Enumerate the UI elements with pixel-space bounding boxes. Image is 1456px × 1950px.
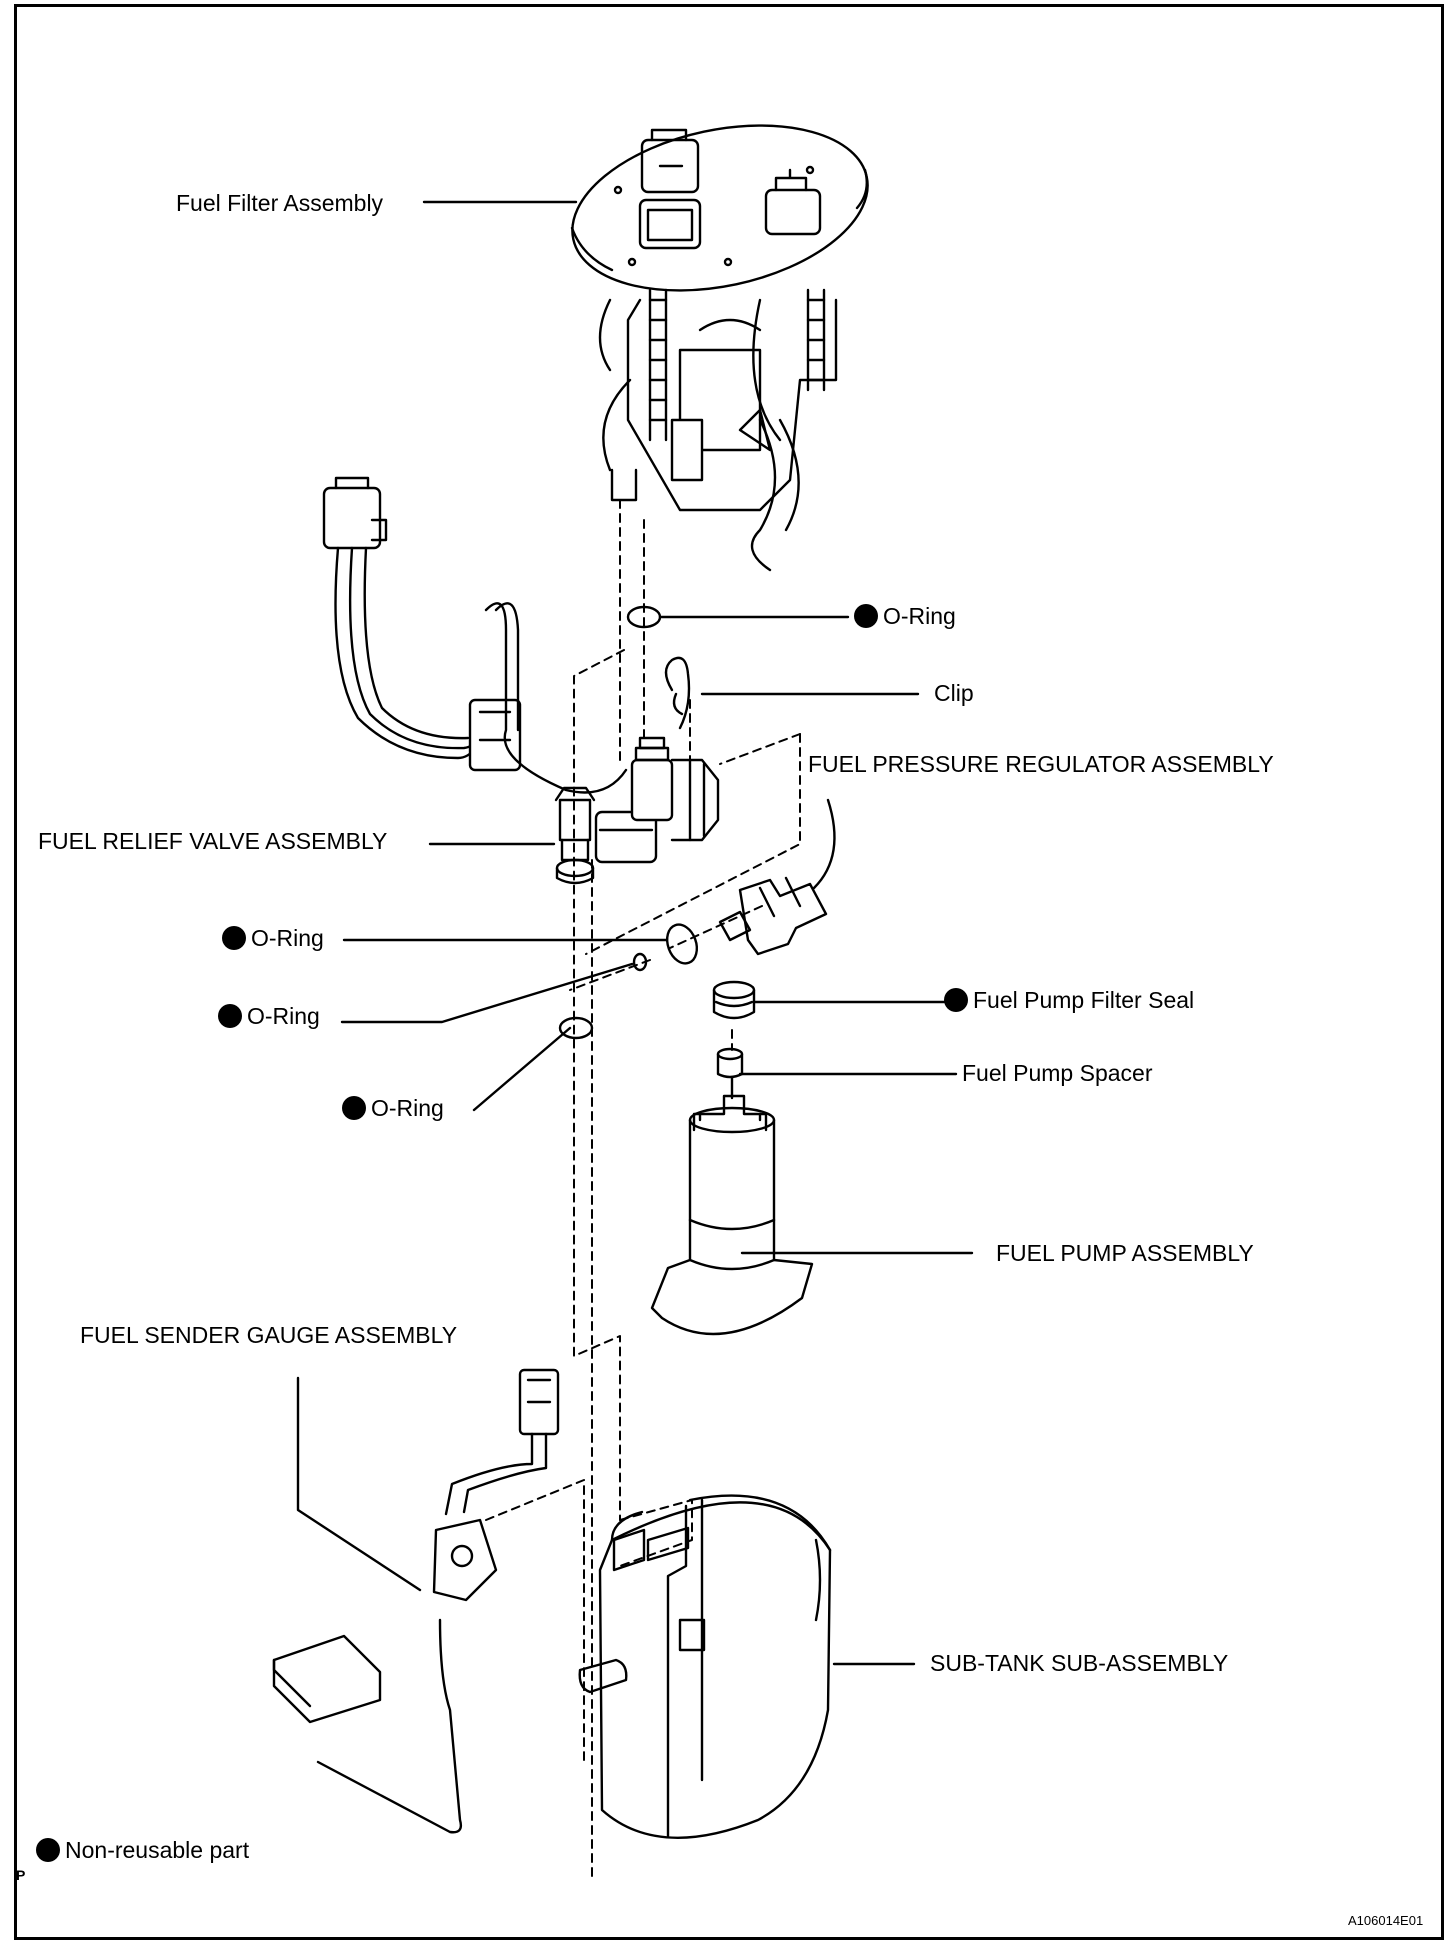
label-fuel-relief-valve-assembly: FUEL RELIEF VALVE ASSEMBLY	[38, 828, 388, 854]
label-fuel-pump-assembly: FUEL PUMP ASSEMBLY	[996, 1240, 1254, 1266]
label-o-ring-top-text: O-Ring	[883, 603, 956, 629]
fuel-pump-filter-seal-part	[712, 980, 756, 1020]
non-reusable-dot-icon	[36, 1838, 60, 1862]
fuel-pump-spacer-part	[716, 1047, 744, 1079]
diagram-frame	[14, 4, 1444, 1940]
label-fuel-filter-assembly: Fuel Filter Assembly	[176, 190, 384, 216]
label-o-ring-small: O-Ring	[218, 1004, 320, 1028]
label-o-ring-top: O-Ring	[854, 604, 956, 628]
figure-id: A106014E01	[1348, 1913, 1424, 1928]
corner-mark: P	[16, 1867, 26, 1883]
legend-non-reusable-text: Non-reusable part	[65, 1837, 250, 1863]
label-fuel-pump-spacer: Fuel Pump Spacer	[962, 1060, 1153, 1086]
fuel-filter-assembly-part	[570, 124, 869, 572]
non-reusable-dot-icon	[218, 1004, 242, 1028]
fuel-relief-valve-assembly-part	[322, 476, 720, 885]
label-fuel-sender-gauge-assembly: FUEL SENDER GAUGE ASSEMBLY	[80, 1322, 458, 1348]
leader-lines	[296, 200, 974, 1666]
fuel-pump-assembly-part	[650, 1076, 814, 1336]
o-ring-regulator-part	[665, 923, 699, 965]
label-fuel-pump-filter-seal-text: Fuel Pump Filter Seal	[973, 987, 1195, 1013]
assembly-guide-lines	[485, 499, 801, 1881]
label-clip: Clip	[934, 680, 974, 706]
o-ring-relief-part	[558, 1016, 594, 1040]
fuel-sender-gauge-part	[272, 1368, 560, 1834]
fuel-pressure-regulator-part	[718, 876, 828, 956]
non-reusable-dot-icon	[854, 604, 878, 628]
non-reusable-dot-icon	[944, 988, 968, 1012]
label-fuel-pressure-regulator-assembly: FUEL PRESSURE REGULATOR ASSEMBLY	[808, 751, 1274, 777]
label-o-ring-relief-text: O-Ring	[371, 1095, 444, 1121]
label-o-ring-regulator-text: O-Ring	[251, 925, 324, 951]
sub-tank-part	[578, 1494, 832, 1839]
label-o-ring-regulator: O-Ring	[222, 926, 324, 950]
label-o-ring-relief: O-Ring	[342, 1096, 444, 1120]
non-reusable-dot-icon	[222, 926, 246, 950]
non-reusable-dot-icon	[342, 1096, 366, 1120]
label-fuel-pump-filter-seal: Fuel Pump Filter Seal	[944, 988, 1194, 1012]
label-o-ring-small-text: O-Ring	[247, 1003, 320, 1029]
label-sub-tank-sub-assembly: SUB-TANK SUB-ASSEMBLY	[930, 1650, 1229, 1676]
legend-non-reusable: Non-reusable part	[36, 1838, 249, 1862]
clip-part	[664, 656, 691, 730]
